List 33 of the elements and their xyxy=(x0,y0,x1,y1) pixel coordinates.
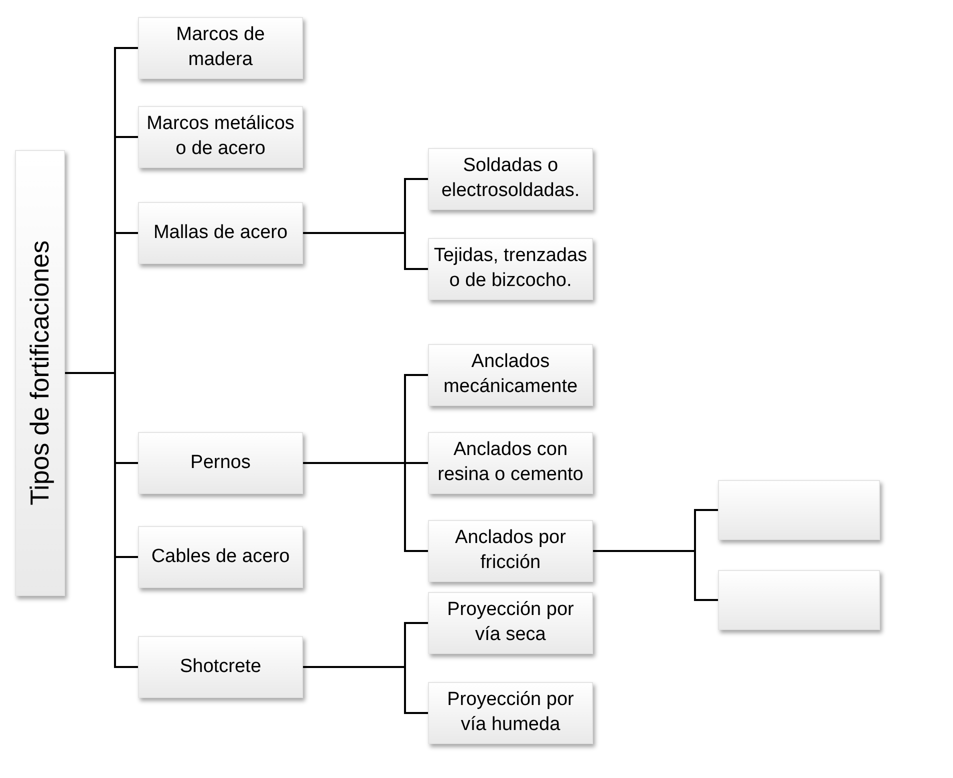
root-box xyxy=(15,150,65,596)
category-box xyxy=(428,148,593,210)
node-label: Soldadas o electrosoldadas. xyxy=(440,154,581,203)
connector xyxy=(303,232,428,270)
category-box xyxy=(138,526,303,588)
node-label: Anclados mecánicamente xyxy=(442,350,579,399)
empty-box xyxy=(718,570,880,630)
category-box xyxy=(138,202,303,264)
node-label: Proyección por vía seca xyxy=(446,598,575,647)
category-box xyxy=(428,682,593,744)
category-box xyxy=(428,520,593,582)
node-label: Marcos metálicos o de acero xyxy=(146,112,296,161)
connector xyxy=(65,372,138,668)
category-box xyxy=(428,344,593,406)
title-text: Tipos de fortificaciones xyxy=(23,240,56,506)
node-label: Anclados por fricción xyxy=(454,526,567,575)
category-box xyxy=(138,17,303,79)
category-box xyxy=(138,636,303,698)
node-label: Tejidas, trenzadas o de bizcocho. xyxy=(433,244,588,293)
node-label: Cables de acero xyxy=(151,544,290,569)
category-box xyxy=(428,592,593,654)
category-box xyxy=(138,106,303,168)
category-box xyxy=(138,432,303,494)
node-label: Proyección por vía humeda xyxy=(446,688,575,737)
node-label: Shotcrete xyxy=(180,654,262,679)
node-label: Marcos de madera xyxy=(175,23,266,72)
connector xyxy=(303,462,428,552)
category-box xyxy=(428,238,593,300)
empty-box xyxy=(718,480,880,540)
node-label: Pernos xyxy=(190,450,251,475)
node-label: Anclados con resina o cemento xyxy=(436,438,584,487)
node-label: Mallas de acero xyxy=(153,220,288,245)
category-box xyxy=(428,432,593,494)
